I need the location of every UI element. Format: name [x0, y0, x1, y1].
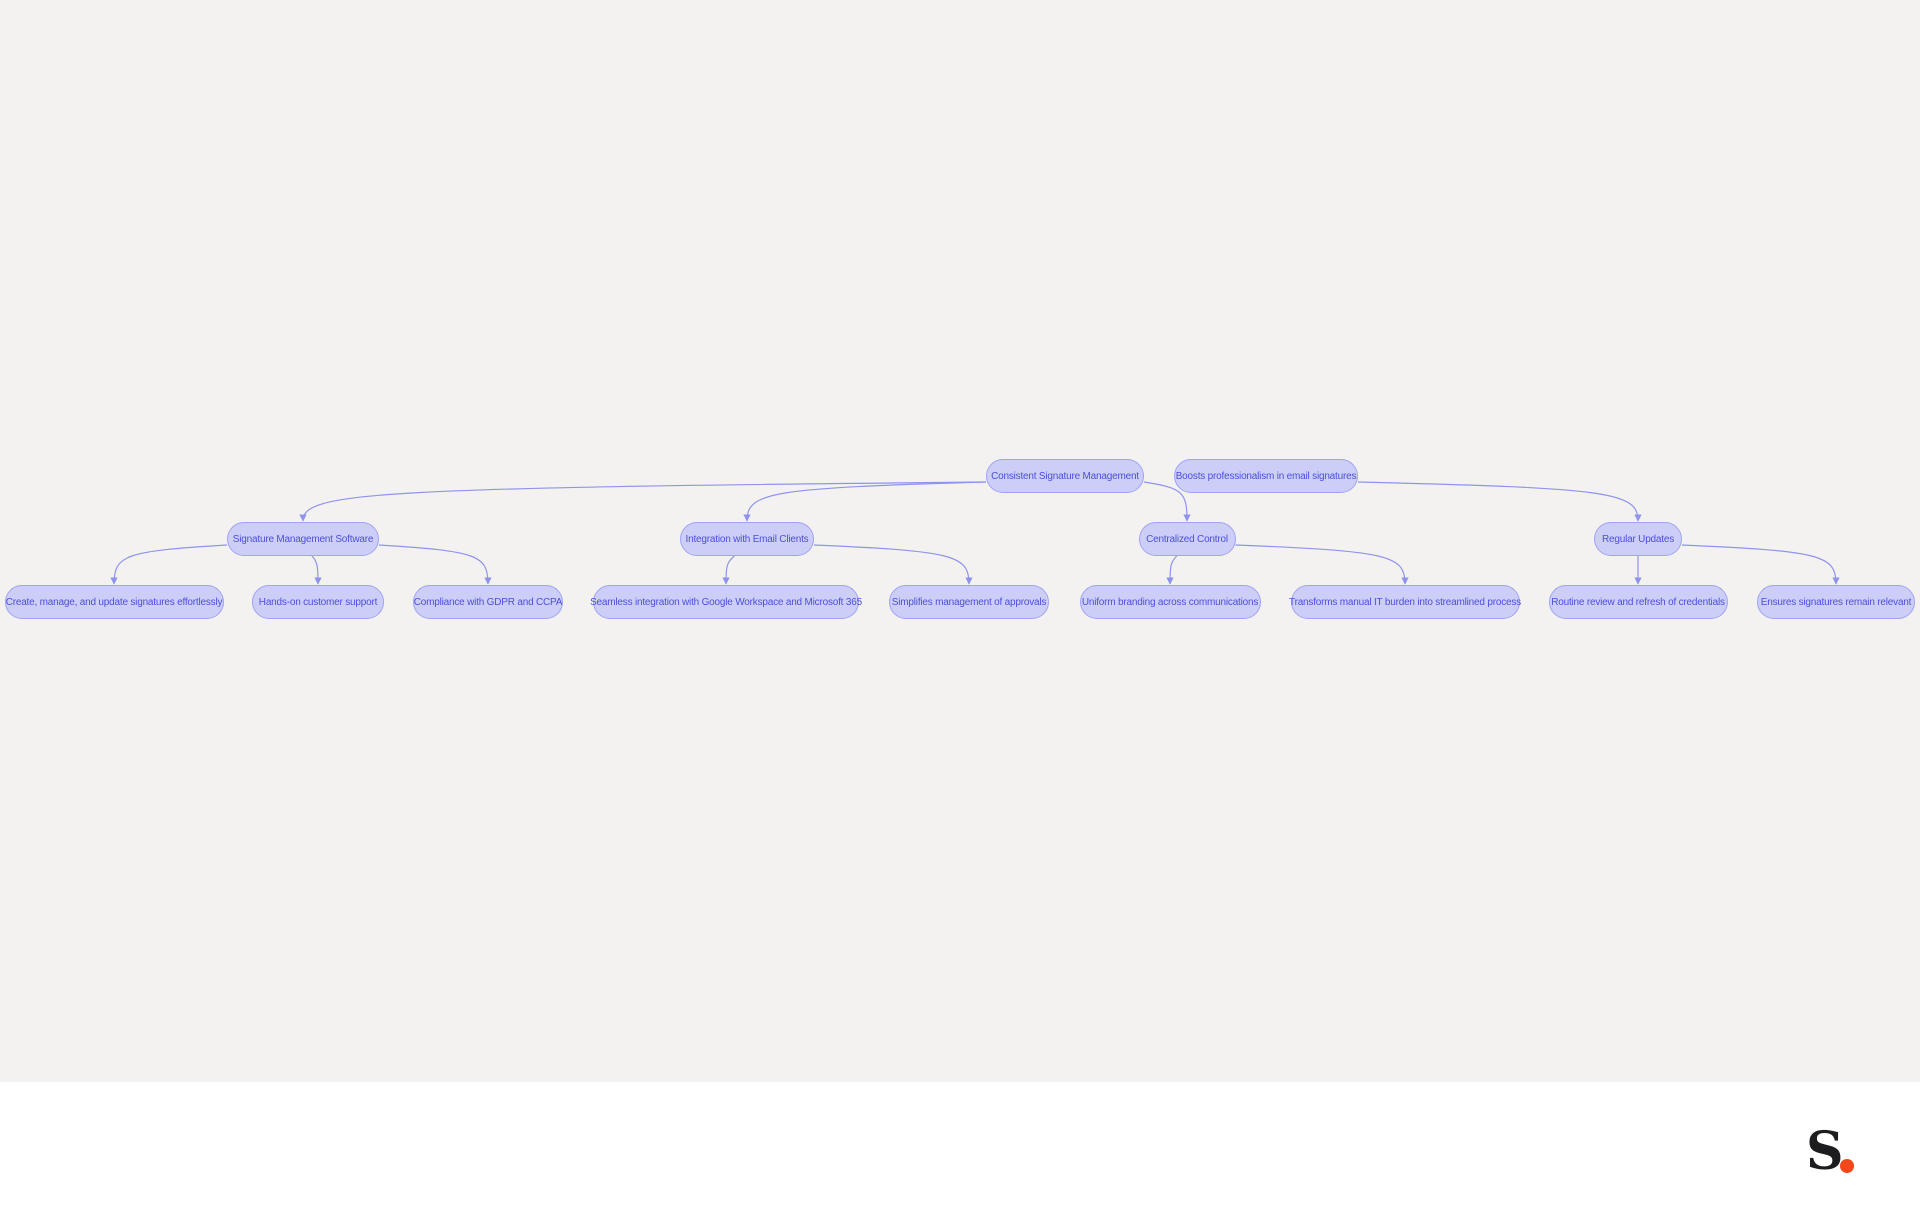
- node-seamless-integration[interactable]: Seamless integration with Google Workspa…: [590, 585, 862, 619]
- edge-root-sms: [299, 481, 987, 522]
- node-boosts-professionalism[interactable]: Boosts professionalism in email signatur…: [1174, 459, 1358, 493]
- edge-sms-gdpr: [378, 544, 492, 585]
- edge-iec-sig: [722, 555, 735, 585]
- node-consistent-signature-management[interactable]: Consistent Signature Management: [986, 459, 1144, 493]
- footer-bar: [0, 1082, 1920, 1215]
- logo-dot-icon: [1840, 1159, 1854, 1173]
- edge-root-cc: [1143, 481, 1191, 522]
- edge-ru-es: [1681, 544, 1840, 585]
- diagram-canvas: Consistent Signature Management Boosts p…: [0, 0, 1920, 1082]
- node-centralized-control[interactable]: Centralized Control: [1138, 522, 1236, 556]
- node-create-manage-update[interactable]: Create, manage, and update signatures ef…: [4, 585, 224, 619]
- edge-sms-cmu: [110, 544, 228, 585]
- node-signature-management-software[interactable]: Signature Management Software: [227, 522, 379, 556]
- node-transforms-manual-it[interactable]: Transforms manual IT burden into streaml…: [1289, 585, 1521, 619]
- edge-cc-tm: [1235, 544, 1409, 585]
- edge-sms-hcs: [311, 555, 322, 585]
- edge-root-iec: [743, 481, 987, 522]
- brand-logo: S: [1806, 1122, 1876, 1182]
- node-gdpr-ccpa-compliance[interactable]: Compliance with GDPR and CCPA: [413, 585, 563, 619]
- edge-boost-ru: [1357, 481, 1642, 522]
- node-regular-updates[interactable]: Regular Updates: [1594, 522, 1682, 556]
- logo-letter: S: [1806, 1121, 1844, 1182]
- node-ensures-relevance[interactable]: Ensures signatures remain relevant: [1757, 585, 1915, 619]
- node-hands-on-support[interactable]: Hands-on customer support: [252, 585, 384, 619]
- edge-iec-sma: [813, 544, 973, 585]
- edge-cc-ub: [1166, 555, 1178, 585]
- edge-layer: [110, 481, 1840, 585]
- node-simplifies-approvals[interactable]: Simplifies management of approvals: [889, 585, 1049, 619]
- node-uniform-branding[interactable]: Uniform branding across communications: [1079, 585, 1261, 619]
- node-routine-review[interactable]: Routine review and refresh of credential…: [1548, 585, 1728, 619]
- node-integration-with-email-clients[interactable]: Integration with Email Clients: [680, 522, 814, 556]
